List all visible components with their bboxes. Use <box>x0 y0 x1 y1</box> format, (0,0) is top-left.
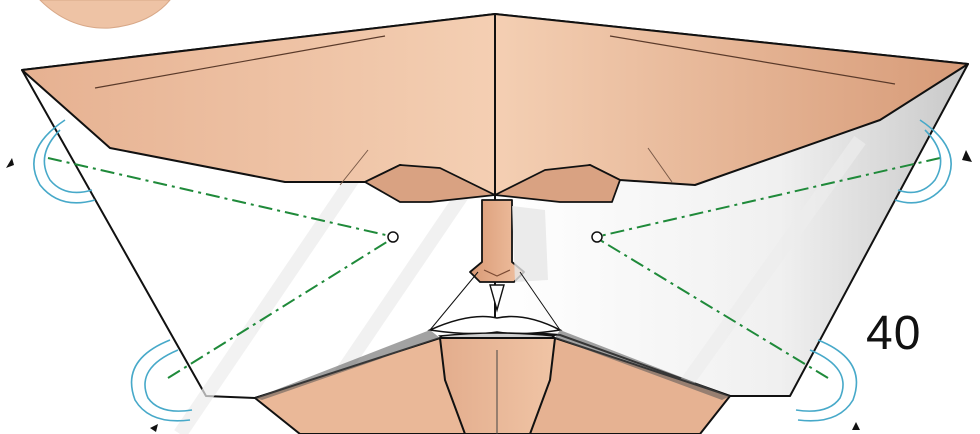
fold-pivot-icon <box>388 232 398 242</box>
nose-shadow <box>512 206 548 282</box>
fold-pivot-icon <box>592 232 602 242</box>
step-number: 40 <box>866 306 921 361</box>
corner-skin-flap <box>40 0 170 28</box>
